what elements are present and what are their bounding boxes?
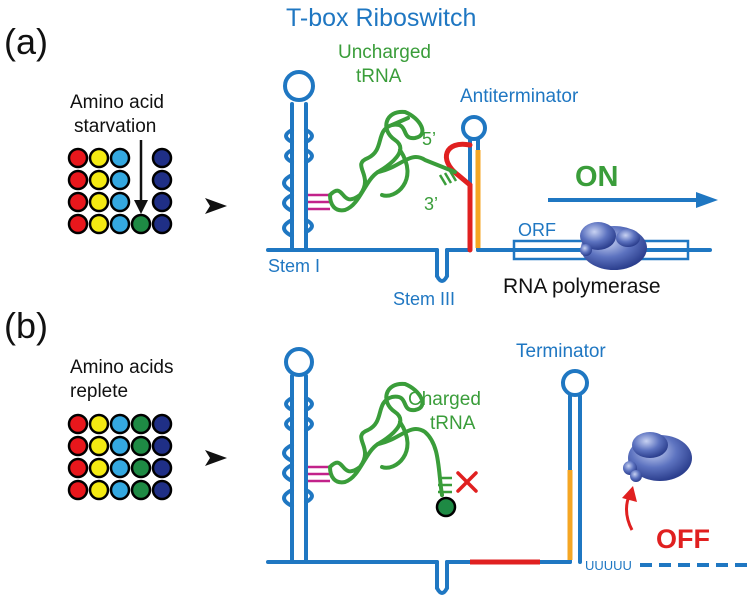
panel-a-label: (a) — [4, 21, 48, 62]
stem1-label: Stem I — [268, 256, 320, 276]
trna-uncharged — [328, 109, 457, 213]
antiterminator-red-strand — [444, 141, 473, 253]
charged-trna-line1: Charged — [408, 389, 481, 410]
five-prime-label: 5’ — [422, 129, 436, 149]
charged-trna-line2: tRNA — [430, 413, 476, 434]
amino-acid-grid-a — [67, 147, 173, 235]
codon-pairing-b — [308, 465, 330, 483]
terminator-label: Terminator — [516, 341, 606, 362]
polymerase-label: RNA polymerase — [503, 275, 661, 298]
riboswitch-b — [266, 347, 589, 595]
state-on-label: ON — [575, 161, 619, 193]
right-arrow-icon — [205, 450, 227, 466]
panel-b-condition-line2: replete — [70, 381, 128, 402]
trna-label-line1: Uncharged — [338, 42, 431, 63]
stem3-label: Stem III — [393, 289, 455, 309]
orf-label: ORF — [518, 220, 556, 240]
on-direction-arrow — [548, 192, 718, 208]
panel-a-condition-line1: Amino acid — [70, 92, 164, 113]
off-release-arrow — [622, 486, 637, 531]
panel-b-condition-line1: Amino acids — [70, 357, 174, 378]
trna-acceptor-stub-b — [438, 476, 452, 494]
trna-acceptor-stub-a — [438, 170, 458, 186]
rna-polymerase-icon — [623, 432, 692, 482]
antiterminator-label: Antiterminator — [460, 86, 579, 107]
panel-b-label: (b) — [4, 305, 48, 346]
amino-acid-bead — [435, 496, 457, 518]
rna-polymerase-icon — [580, 222, 647, 270]
diagram-title: T-box Riboswitch — [286, 4, 476, 32]
state-off-label: OFF — [656, 524, 710, 554]
poly-u-label: UUUUU — [585, 558, 632, 573]
codon-pairing-a — [308, 193, 330, 211]
amino-acid-grid-b — [67, 413, 173, 501]
trna-label-line2: tRNA — [356, 66, 402, 87]
right-arrow-icon — [205, 198, 227, 214]
trna-charged — [328, 381, 444, 497]
panel-a-condition-line2: starvation — [74, 116, 156, 137]
three-prime-label: 3’ — [424, 194, 438, 214]
x-mark-icon — [456, 471, 478, 493]
starvation-arrow — [134, 140, 148, 214]
